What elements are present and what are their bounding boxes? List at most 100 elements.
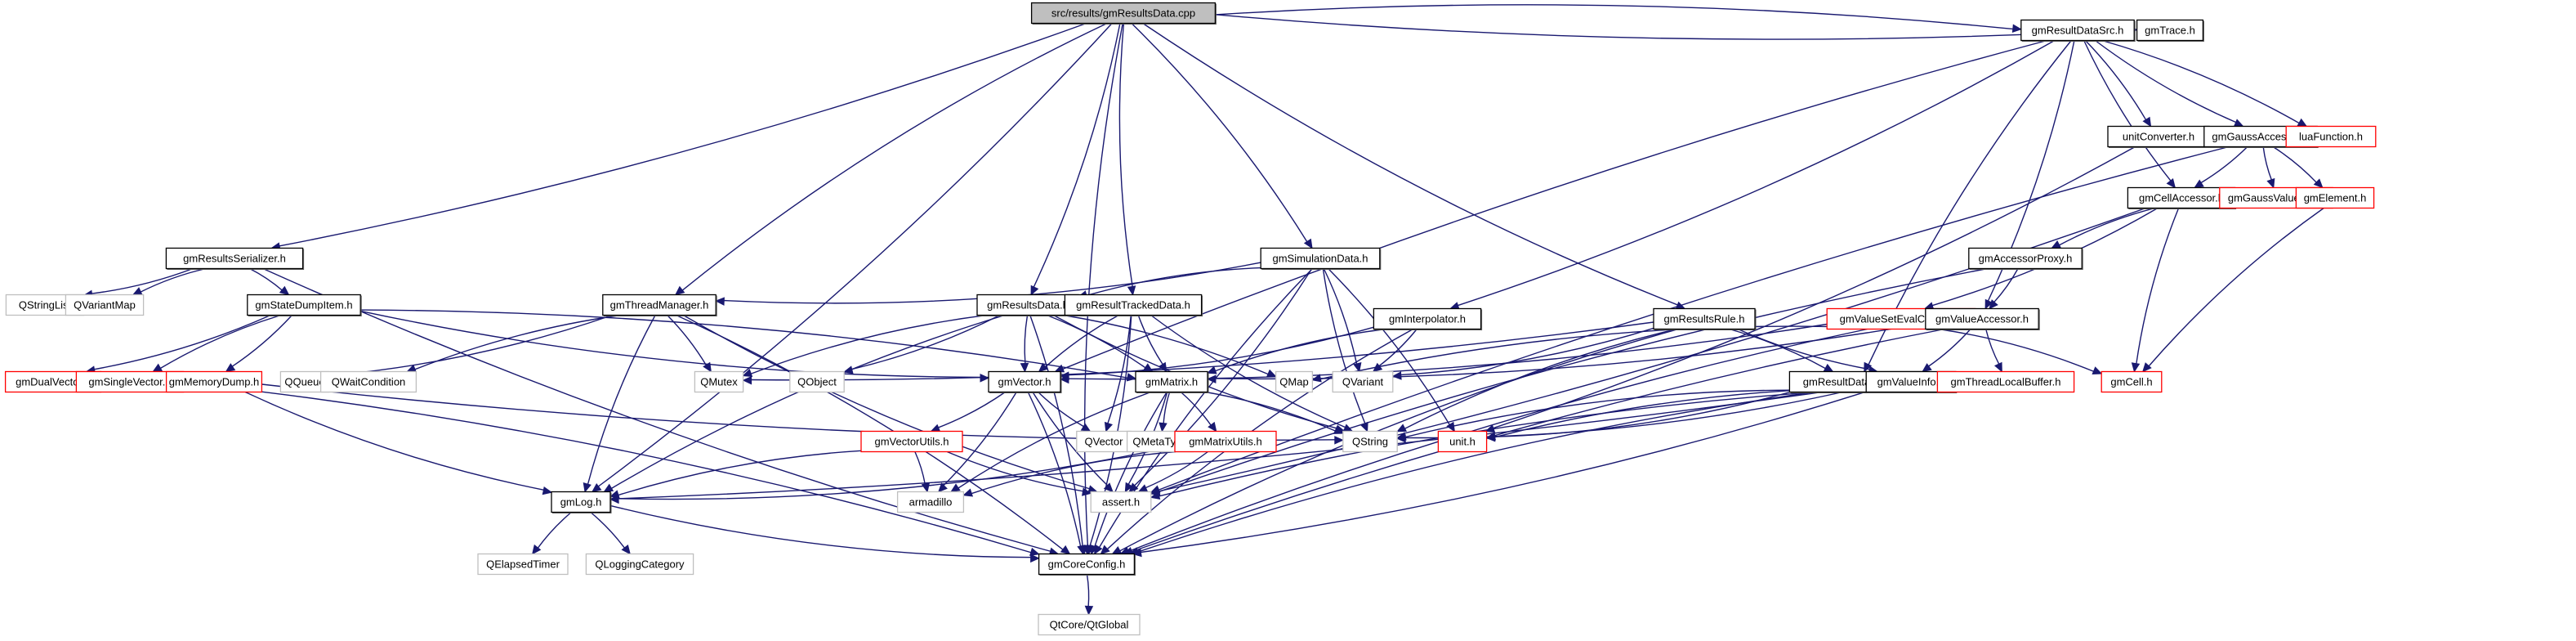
arrowhead-icon <box>1030 285 1039 296</box>
edge-gmresultsdata-to-qobject <box>850 314 1001 370</box>
edge-gmvector-to-armadillo <box>942 392 1017 486</box>
arrowhead-icon <box>1922 363 1932 373</box>
node-box <box>1135 370 1208 393</box>
edge-gmstatedumpitem-to-gmvector <box>360 310 982 379</box>
node-shadow <box>2137 20 2204 42</box>
graph-node-gmstatedumpitem[interactable]: gmStateDumpItem.h <box>247 294 362 316</box>
node-box <box>165 247 304 270</box>
arrowhead-icon <box>1060 545 1071 555</box>
graph-node-gmresultsserializer[interactable]: gmResultsSerializer.h <box>165 247 305 270</box>
edge-gmresultdatasrc-to-luafunction <box>2101 39 2301 124</box>
graph-node-gmvectorutils[interactable]: gmVectorUtils.h <box>860 430 963 453</box>
arrowhead-icon <box>1103 482 1114 493</box>
graph-node-armadillo: armadillo <box>896 491 965 513</box>
graph-node-gmsimulationdata[interactable]: gmSimulationData.h <box>1260 247 1382 270</box>
node-shadow <box>1032 3 1217 25</box>
edge-gmthreadmanager-to-gmlog <box>587 315 656 486</box>
arrowhead-icon <box>542 486 553 495</box>
node-shadow <box>552 492 612 513</box>
node-box <box>1653 307 1756 330</box>
arrowhead-icon <box>279 285 290 296</box>
edge-gmsimulationdata-to-unit <box>1328 268 1451 426</box>
edge-root-to-gmresultsdata <box>1033 23 1121 289</box>
node-box <box>694 370 744 393</box>
arrowhead-icon <box>921 482 931 493</box>
node-shadow <box>989 372 1062 393</box>
edge-gmvalueaccessor-to-gmmatrix <box>1214 322 1926 380</box>
edge-gmvector-to-assert <box>1032 392 1109 486</box>
edge-gmmatrix-to-armadillo <box>957 391 1152 490</box>
arrowhead-icon <box>2051 240 2061 249</box>
edge-root-to-gmtrace <box>1215 14 2130 40</box>
node-box <box>165 370 263 393</box>
arrowhead-icon <box>1993 361 2002 373</box>
graph-node-gmcoreconfig[interactable]: gmCoreConfig.h <box>1038 553 1136 576</box>
arrowhead-icon <box>937 482 948 493</box>
edge-gmthreadmanager-to-qwaitcondition <box>413 314 621 370</box>
node-label: gmStateDumpItem.h <box>255 299 352 312</box>
node-label: QWaitCondition <box>332 376 406 388</box>
node-box <box>2101 370 2163 393</box>
arrowhead-icon <box>1396 424 1407 433</box>
graph-node-qmutex: QMutex <box>694 370 744 393</box>
node-label: gmMatrix.h <box>1145 376 1198 388</box>
graph-node-gmresultsdata[interactable]: gmResultsData.h <box>976 294 1080 316</box>
arrowhead-icon <box>1334 436 1345 445</box>
graph-node-gminterpolator[interactable]: gmInterpolator.h <box>1373 307 1483 330</box>
graph-node-gmthreadlocalbuffer[interactable]: gmThreadLocalBuffer.h <box>1936 370 2075 393</box>
graph-node-gmthreadmanager[interactable]: gmThreadManager.h <box>602 294 717 316</box>
edge-gmgaussaccessor-to-gmelement <box>2272 146 2318 184</box>
edge-gmresultsrule-to-qstring <box>1404 328 1677 430</box>
graph-node-qmap: QMap <box>1275 370 1314 393</box>
edge-root-to-gmlog <box>597 23 1113 488</box>
edge-gmaccessorproxy-to-assert <box>1158 267 1988 493</box>
graph-node-gmcell[interactable]: gmCell.h <box>2101 370 2163 393</box>
graph-node-gmaccessorproxy[interactable]: gmAccessorProxy.h <box>1968 247 2083 270</box>
node-label: QQueue <box>284 376 324 388</box>
arrowhead-icon <box>603 483 614 493</box>
graph-node-root[interactable]: src/results/gmResultsData.cpp <box>1030 2 1217 25</box>
edge-gmcellaccessor-to-gmaccessorproxy <box>2058 207 2155 246</box>
edge-gmvalueaccessor-to-gmvalueinfo <box>1927 329 1971 368</box>
graph-node-gmmatrix[interactable]: gmMatrix.h <box>1135 370 1209 393</box>
graph-node-unitconverter[interactable]: unitConverter.h <box>2107 125 2211 148</box>
graph-node-qvariantmap: QVariantMap <box>65 294 145 316</box>
edge-gmvectorutils-to-assert <box>946 450 1084 492</box>
graph-node-gmlog[interactable]: gmLog.h <box>551 491 612 513</box>
graph-node-gmmatrixutils[interactable]: gmMatrixUtils.h <box>1174 430 1277 453</box>
node-label: gmLog.h <box>560 496 602 509</box>
arrowhead-icon <box>1333 426 1344 434</box>
node-label: QMap <box>1279 376 1308 388</box>
edge-gmvector-to-gmvectorutils <box>937 391 1006 428</box>
graph-node-gmtrace[interactable]: gmTrace.h <box>2136 19 2204 42</box>
node-shadow <box>2021 20 2136 42</box>
arrowhead-icon <box>2142 116 2152 128</box>
arrowhead-icon <box>1020 362 1029 373</box>
arrowhead-icon <box>1266 369 1277 378</box>
graph-node-gmresultdatasrc[interactable]: gmResultDataSrc.h <box>2020 19 2136 42</box>
edge-gmthreadmanager-to-qqueue <box>336 314 613 376</box>
node-box <box>602 294 717 316</box>
graph-node-gmresultsrule[interactable]: gmResultsRule.h <box>1653 307 1757 330</box>
arrowhead-icon <box>1038 362 1049 373</box>
arrowhead-icon <box>609 495 619 504</box>
arrowhead-icon <box>2313 178 2324 189</box>
node-label: gmInterpolator.h <box>1389 313 1466 325</box>
arrowhead-icon <box>2297 118 2308 128</box>
arrowhead-icon <box>1132 548 1142 558</box>
nodes-layer: src/results/gmResultsData.cpp gmResultDat… <box>4 2 2377 636</box>
graph-node-unit[interactable]: unit.h <box>1437 430 1488 453</box>
edge-root-to-gmsimulationdata <box>1131 22 1308 243</box>
node-label: unitConverter.h <box>2123 131 2194 143</box>
graph-node-gmvector[interactable]: gmVector.h <box>988 370 1062 393</box>
graph-node-gmmemorydump[interactable]: gmMemoryDump.h <box>165 370 263 393</box>
graph-node-gmvalueaccessor[interactable]: gmValueAccessor.h <box>1925 307 2040 330</box>
graph-node-gmelement[interactable]: gmElement.h <box>2295 186 2375 209</box>
graph-node-gmsinglevector[interactable]: gmSingleVector.h <box>75 370 185 393</box>
node-label: gmValueAccessor.h <box>1935 313 2029 325</box>
graph-node-qvector: QVector <box>1076 430 1132 453</box>
arrowhead-icon <box>1395 434 1406 443</box>
graph-node-luafunction[interactable]: luaFunction.h <box>2285 125 2377 148</box>
graph-node-gmresulttrackeddata[interactable]: gmResultTrackedData.h <box>1064 294 1203 316</box>
arrowhead-icon <box>1206 365 1217 374</box>
